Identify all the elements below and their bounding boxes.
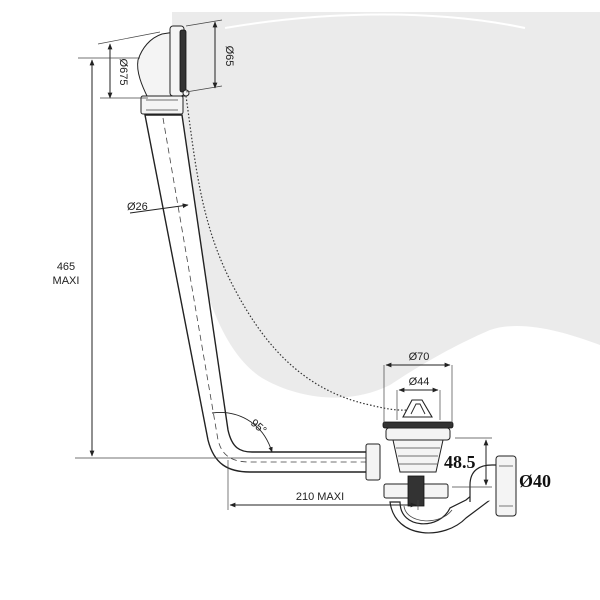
angle-label: 95° (248, 417, 268, 437)
waste-inner-dia-label: Ø44 (409, 376, 430, 388)
pipe-dia-label: Ø26 (127, 201, 148, 213)
pipe-diameter-dimension: Ø26 (127, 201, 189, 214)
height-value-label: 465 (57, 261, 75, 273)
waste-outer-dia-label: Ø70 (409, 351, 430, 363)
overflow-chain (185, 95, 419, 411)
outlet-dia-label: Ø40 (519, 471, 551, 491)
height-dimension: 465 MAXI (53, 57, 380, 459)
overflow-outer-dia-label: Ø675 (117, 59, 129, 86)
waste-assembly (365, 399, 517, 534)
length-dimension: 210 MAXI (227, 460, 419, 510)
waste-height-dimension: 48.5 (444, 437, 492, 488)
bathtub-edge-curve (484, 329, 526, 371)
waste-inner-dimension: Ø44 (396, 376, 441, 420)
height-suffix-label: MAXI (53, 275, 80, 287)
outlet-diameter-dimension: Ø40 (519, 471, 551, 491)
waste-height-label: 48.5 (444, 452, 476, 472)
waste-outer-dimension: Ø70 (383, 351, 453, 424)
overflow-outer-dimension: Ø675 (97, 31, 161, 99)
length-label: 210 MAXI (296, 491, 344, 503)
overflow-head (137, 25, 190, 115)
overflow-inner-dimension: Ø65 (185, 19, 235, 93)
overflow-inner-dia-label: Ø65 (223, 46, 235, 67)
bathtub-shape (172, 12, 600, 398)
bathtub-rim-curve (224, 13, 526, 29)
